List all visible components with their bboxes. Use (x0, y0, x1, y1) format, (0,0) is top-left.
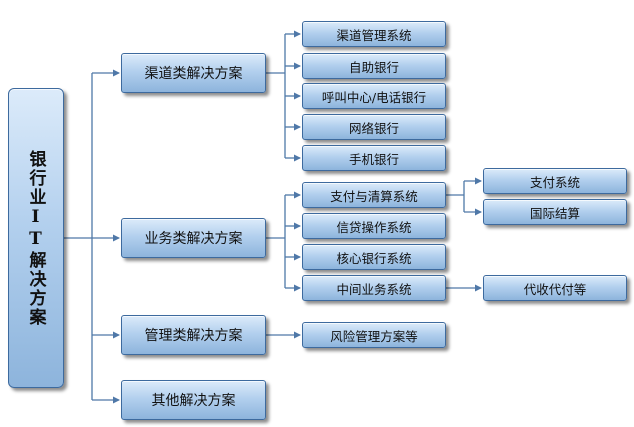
collection-payment-node: 代收代付等 (483, 275, 627, 301)
credit-operation-system-node: 信贷操作系统 (302, 213, 446, 239)
business-solutions-node: 业务类解决方案 (121, 218, 266, 258)
self-service-bank-node: 自助银行 (302, 53, 446, 79)
management-solutions-node: 管理类解决方案 (121, 315, 266, 355)
channel-solutions-node: 渠道类解决方案 (121, 53, 266, 93)
payment-clearing-system-node: 支付与清算系统 (302, 182, 446, 208)
other-solutions-node: 其他解决方案 (121, 380, 266, 420)
core-banking-system-node: 核心银行系统 (302, 244, 446, 270)
mobile-banking-node: 手机银行 (302, 145, 446, 171)
online-banking-node: 网络银行 (302, 114, 446, 140)
call-center-node: 呼叫中心/电话银行 (302, 83, 446, 109)
international-settlement-node: 国际结算 (483, 199, 627, 225)
risk-management-node: 风险管理方案等 (302, 322, 446, 348)
channel-management-system-node: 渠道管理系统 (302, 21, 446, 47)
intermediary-business-system-node: 中间业务系统 (302, 275, 446, 301)
root-node: 银行业IT解决方案 (8, 88, 64, 388)
payment-system-node: 支付系统 (483, 168, 627, 194)
